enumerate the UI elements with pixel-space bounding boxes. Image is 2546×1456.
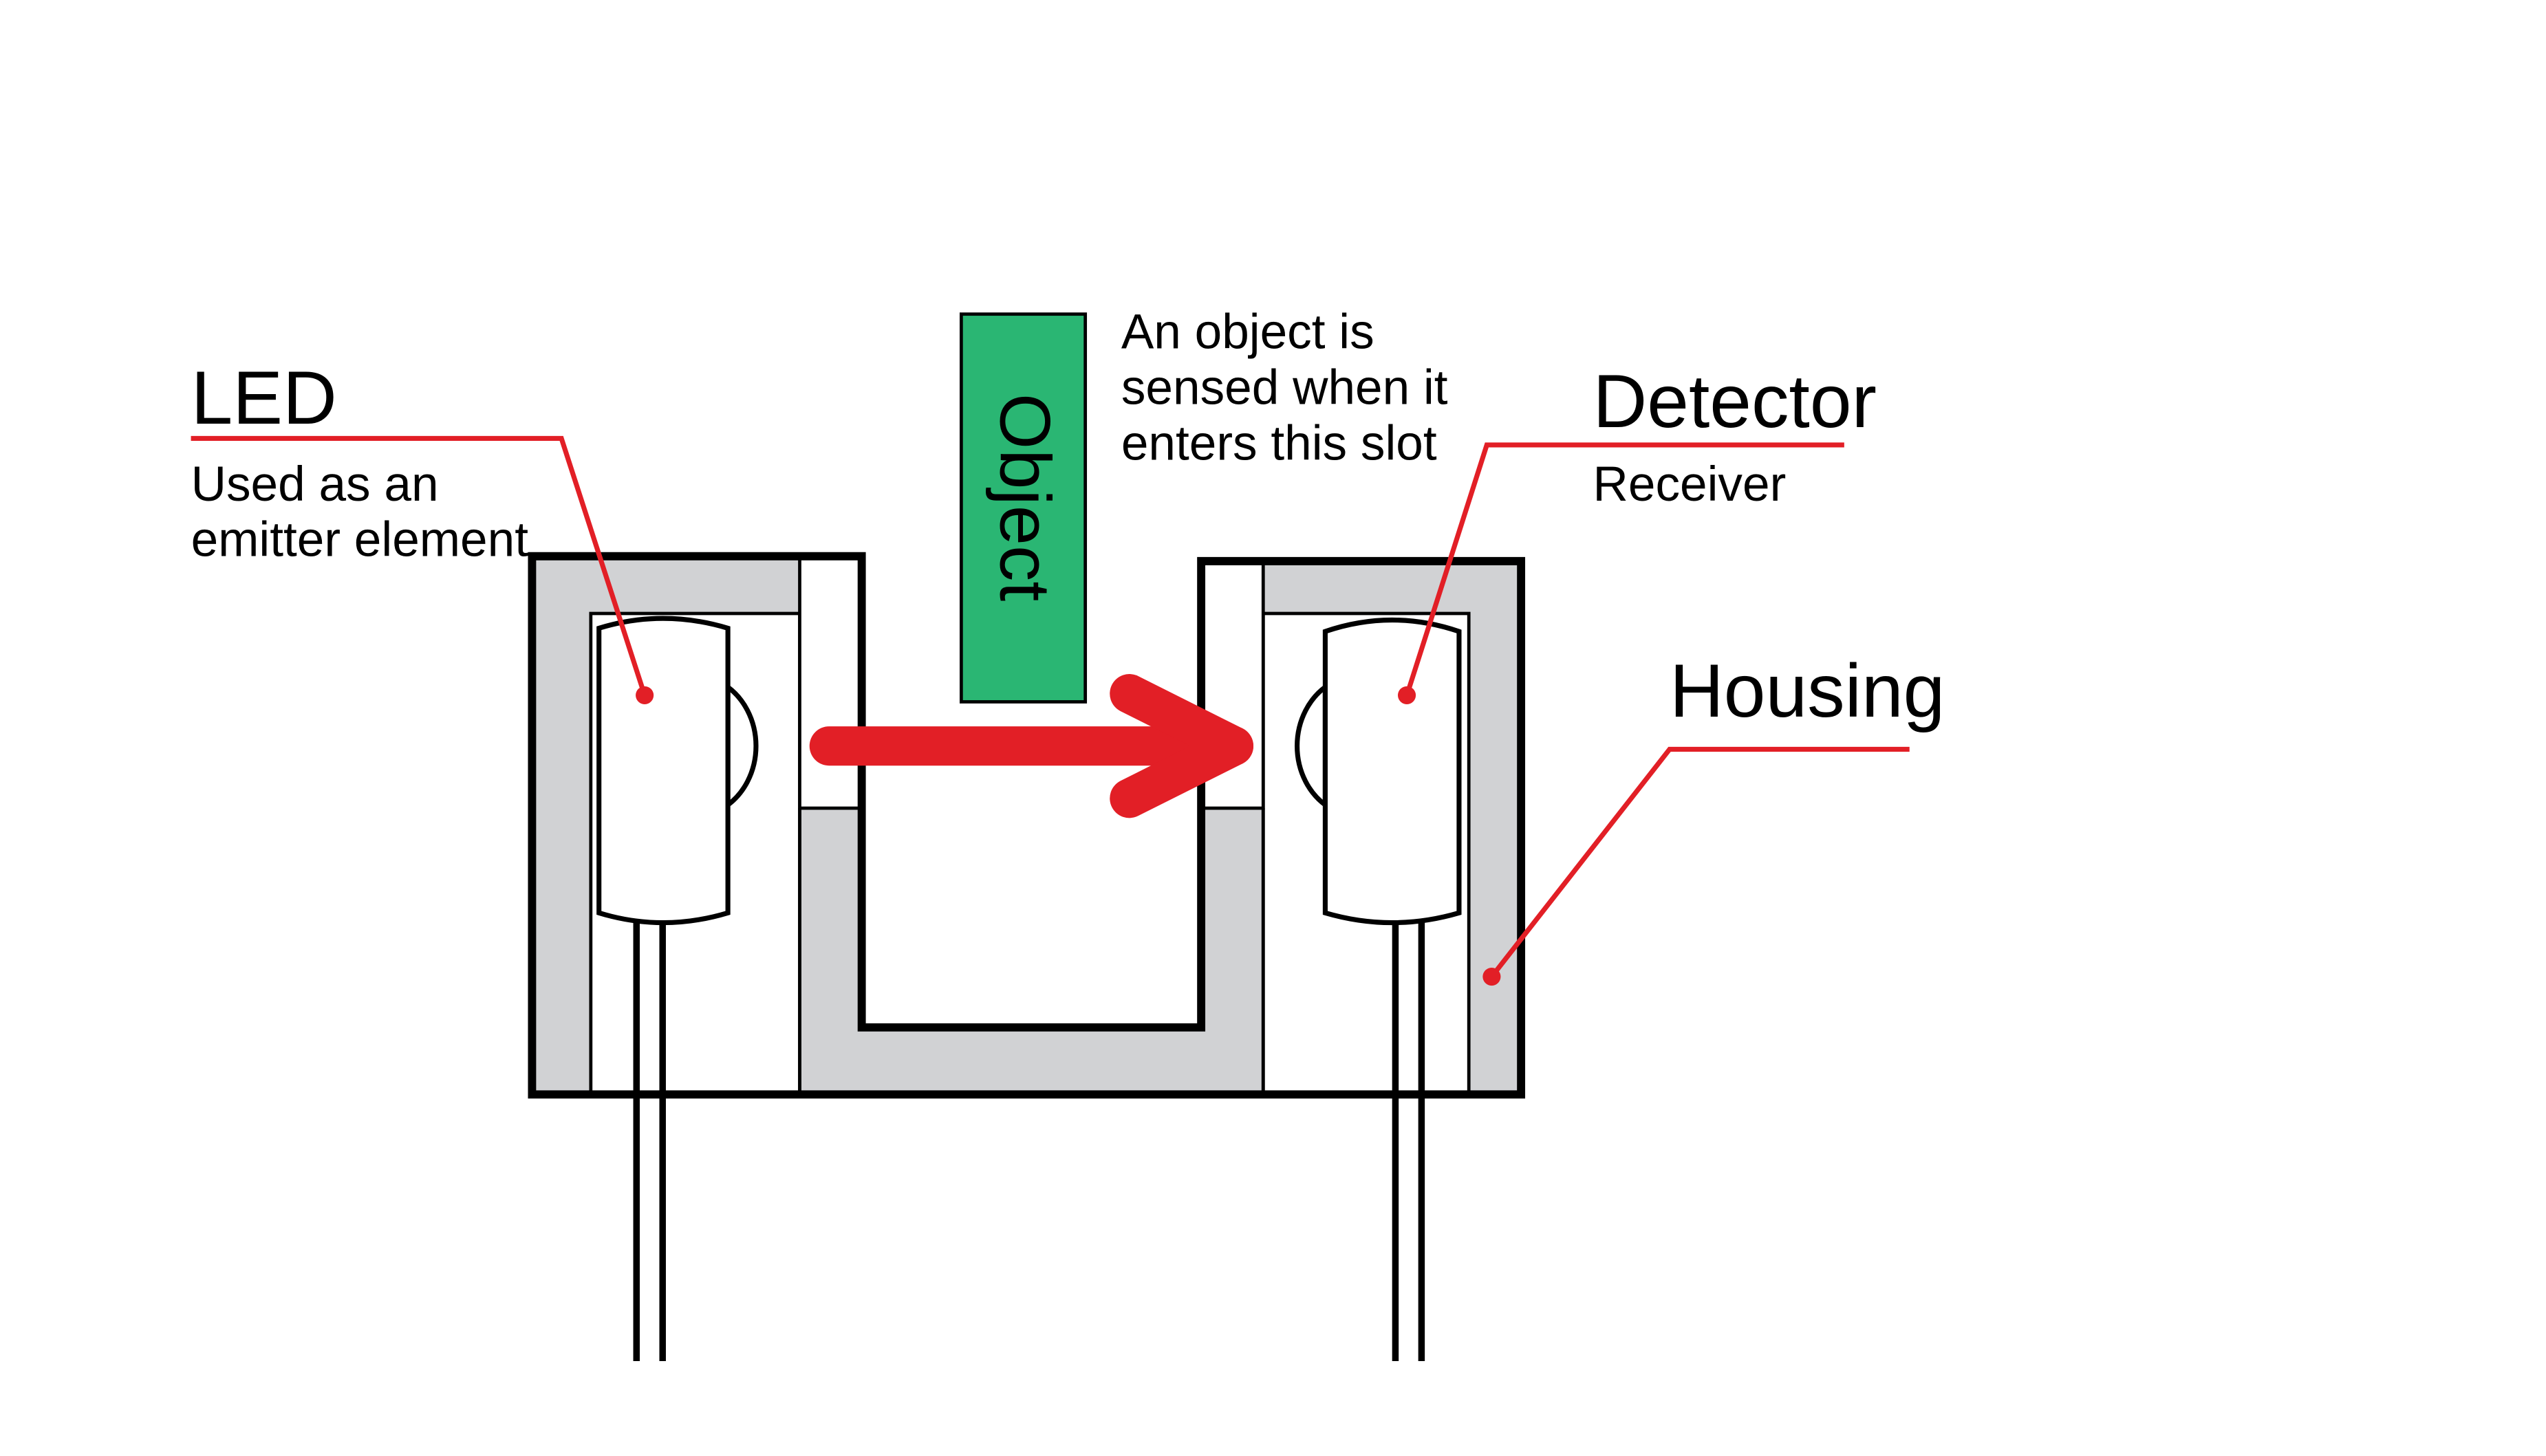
led-description-line-1: Used as an [191, 457, 439, 512]
led-leader [191, 435, 647, 697]
detector-title: Detector [1593, 360, 1876, 444]
led-lens [725, 682, 759, 810]
object-label: Object [984, 393, 1065, 601]
housing-outline [528, 552, 1526, 1099]
housing-title: Housing [1670, 649, 1945, 733]
detector-leader [1404, 442, 1844, 697]
led-body [596, 616, 731, 926]
leader-lines [191, 435, 1910, 979]
emitter-window [798, 554, 864, 810]
detector-body [1322, 618, 1462, 926]
housing-leader [1489, 746, 1910, 979]
slot-description-line-1: An object is [1121, 305, 1374, 360]
leader-dots [636, 686, 1501, 986]
object-block: Object [959, 312, 1088, 704]
detector-lens [1295, 682, 1328, 810]
slot-description-line-3: enters this slot [1121, 415, 1437, 470]
detector-receiver [1295, 618, 1462, 1362]
led-title: LED [191, 356, 337, 440]
detector-description: Receiver [1593, 457, 1786, 512]
led-description-line-2: emitter element [191, 512, 529, 567]
light-beam-arrow [809, 674, 1254, 818]
slot-description-line-2: sensed when it [1121, 360, 1448, 415]
led-emitter [596, 616, 759, 1362]
